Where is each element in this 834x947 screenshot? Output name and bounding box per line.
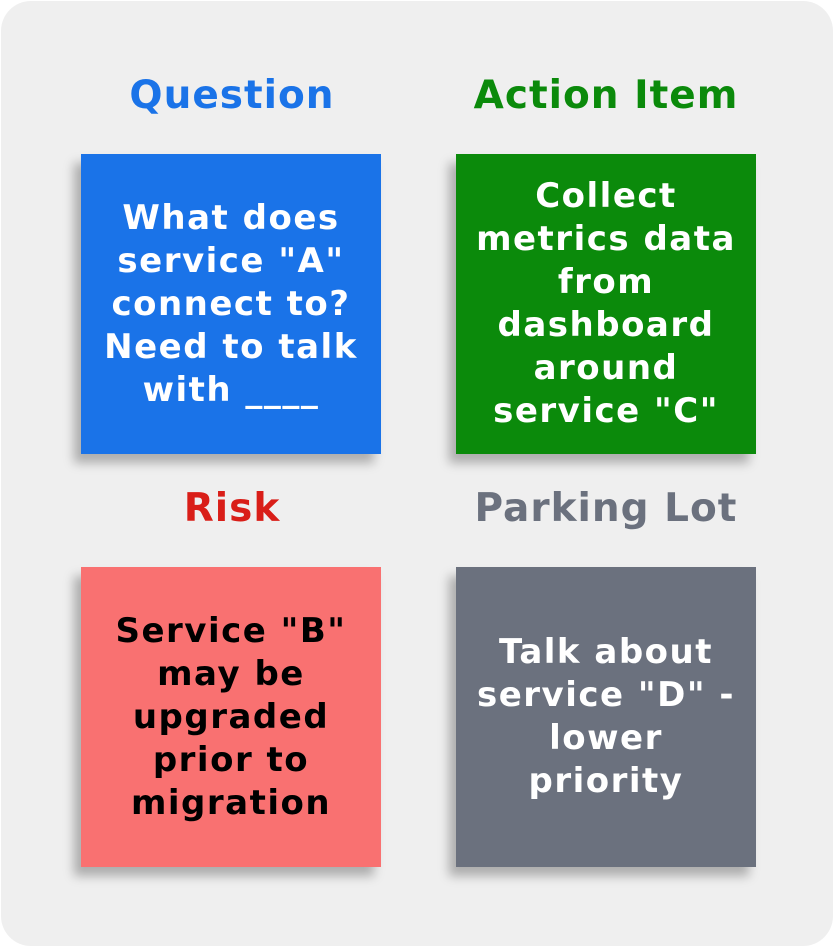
question-note-text: What does service "A" connect to? Need t… bbox=[104, 197, 358, 410]
parking-lot-note[interactable]: Talk about service "D" - lower priority bbox=[456, 567, 756, 867]
question-note[interactable]: What does service "A" connect to? Need t… bbox=[81, 154, 381, 454]
parking-lot-note-text: Talk about service "D" - lower priority bbox=[476, 632, 736, 801]
action-item-heading: Action Item bbox=[473, 73, 739, 118]
parking-lot-heading: Parking Lot bbox=[474, 486, 738, 531]
risk-note[interactable]: Service "B" may be upgraded prior to mig… bbox=[81, 567, 381, 867]
action-item-note[interactable]: Collect metrics data from dashboard arou… bbox=[456, 154, 756, 454]
risk-heading: Risk bbox=[183, 486, 281, 531]
action-item-note-text: Collect metrics data from dashboard arou… bbox=[476, 176, 736, 431]
question-heading: Question bbox=[129, 73, 335, 118]
risk-note-text: Service "B" may be upgraded prior to mig… bbox=[115, 610, 347, 823]
